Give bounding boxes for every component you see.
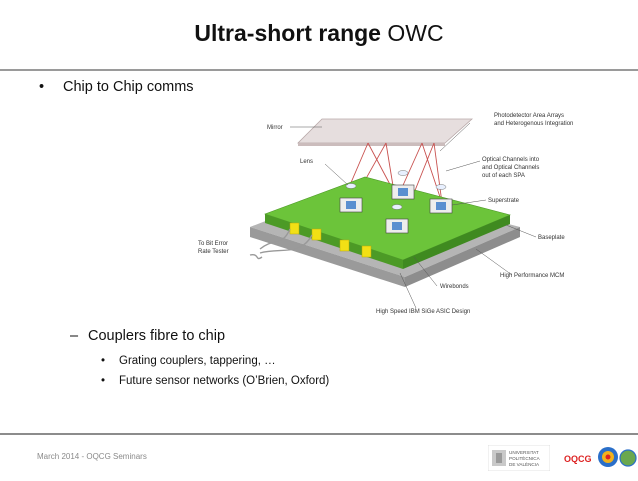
label-bit-error-1: To Bit Error	[198, 241, 228, 247]
sub-bullet-marker: –	[70, 328, 79, 344]
subsub-bullet-marker: •	[101, 355, 106, 367]
label-optical-3: out of each SPA	[482, 173, 525, 179]
chip-packages	[339, 184, 453, 234]
upv-logo-line-3: DE VALÈNCIA	[509, 461, 540, 467]
fibre-couplers	[289, 222, 372, 258]
label-optical-2: and Optical Channels	[482, 165, 539, 171]
bullet-chip-to-chip: • Chip to Chip comms	[39, 79, 194, 95]
slide-title: Ultra-short range OWC	[0, 20, 638, 47]
baseplate-right-side	[405, 227, 520, 287]
upv-logo-line-1: UNIVERSITAT	[509, 450, 539, 455]
label-lens: Lens	[300, 159, 313, 165]
title-rest: OWC	[380, 20, 444, 46]
label-mirror: Mirror	[267, 125, 283, 131]
subsub-bullet-grating: • Grating couplers, tappering, …	[101, 355, 276, 367]
label-superstrate: Superstrate	[488, 198, 520, 204]
label-asic: High Speed IBM SiGe ASIC Design	[376, 309, 470, 315]
sub-bullet-couplers: –Couplers fibre to chip	[70, 328, 225, 344]
footer-text: March 2014 - OQCG Seminars	[37, 452, 147, 461]
label-wirebonds: Wirebonds	[440, 284, 469, 290]
lens-array	[345, 170, 447, 210]
title-divider	[0, 69, 638, 71]
sub-bullet-text: Couplers fibre to chip	[88, 328, 226, 344]
label-baseplate: Baseplate	[538, 235, 565, 241]
baseplate-left-side	[250, 227, 405, 287]
label-optical-1: Optical Channels into	[482, 157, 540, 163]
bullet-text: Chip to Chip comms	[63, 79, 194, 95]
subsub-bullet-sensor: • Future sensor networks (O’Brien, Oxford…	[101, 375, 329, 387]
upv-logo: UNIVERSITAT POLITÈCNICA DE VALÈNCIA	[488, 445, 550, 471]
upv-logo-line-2: POLITÈCNICA	[509, 455, 541, 461]
title-bold: Ultra-short range	[194, 20, 381, 46]
fibre-cables	[249, 228, 313, 260]
mirror-plate	[297, 118, 474, 144]
subsub-bullet-marker: •	[101, 375, 106, 387]
oqcg-logo-text: OQCG	[564, 454, 592, 464]
slide-footer: March 2014 - OQCG Seminars UNIVERSITAT P…	[0, 433, 638, 481]
optical-beams	[349, 142, 443, 224]
mirror-edge	[298, 143, 445, 146]
board-right-side	[403, 215, 510, 269]
label-photodetector-1: Photodetector Area Arrays	[494, 113, 564, 119]
diagram-svg: Mirror Lens Photodetector Area Arrays an…	[198, 113, 573, 315]
label-mcm: High Performance MCM	[500, 273, 564, 279]
label-leader-lines	[290, 122, 537, 309]
label-photodetector-2: and Heterogenous Integration	[494, 121, 573, 127]
chip-to-chip-diagram: Mirror Lens Photodetector Area Arrays an…	[190, 97, 600, 319]
subsub-bullet-text: Grating couplers, tappering, …	[119, 355, 276, 367]
oqcg-logo: OQCG	[564, 447, 637, 467]
bullet-marker: •	[39, 79, 45, 95]
subsub-bullet-text: Future sensor networks (O’Brien, Oxford)	[119, 375, 330, 387]
label-bit-error-2: Rate Tester	[198, 249, 229, 255]
